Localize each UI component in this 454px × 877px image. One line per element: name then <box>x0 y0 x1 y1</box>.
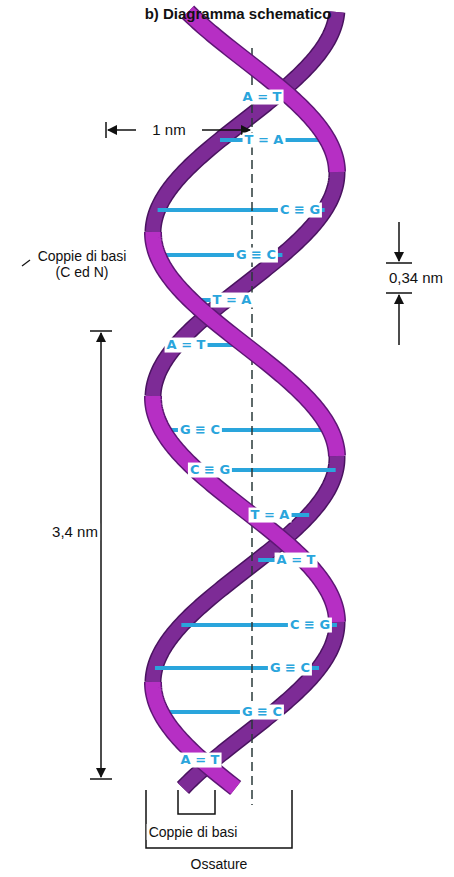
base-pair-label: C ≡ G <box>278 203 322 218</box>
bracket <box>178 790 215 814</box>
dimension-label: 1 nm <box>150 121 187 138</box>
leader-line <box>22 260 30 266</box>
dimension-tick <box>386 292 412 294</box>
bracket <box>146 790 292 848</box>
dimension-tick <box>105 122 107 138</box>
base-pair-label: G ≡ C <box>178 423 222 438</box>
backbone-ribbon-edge <box>153 396 337 622</box>
helix-axis <box>251 48 253 805</box>
dimension-arrow <box>100 333 102 777</box>
backbone-ribbon <box>153 232 337 456</box>
backbone-ribbon <box>153 682 236 788</box>
diagram-title: b) Diagramma schematico <box>145 5 332 22</box>
base-pair-label: C ≡ G <box>288 618 332 633</box>
base-pair-label: G ≡ C <box>240 705 284 720</box>
base-pair-label: A = T <box>275 553 318 568</box>
base-pair-label: C ≡ G <box>188 463 232 478</box>
base-pair-label: T = A <box>249 508 292 523</box>
backbone-ribbon-edge <box>153 232 337 456</box>
dimension-tick <box>386 262 412 264</box>
part-label: Coppie di basi <box>147 824 240 840</box>
part-label: Ossature <box>189 856 250 872</box>
dimension-arrow <box>202 129 250 131</box>
backbone-ribbon-edge <box>188 12 337 172</box>
dimension-label: 0,34 nm <box>387 269 445 286</box>
dimension-tick <box>90 778 112 780</box>
dimension-arrow <box>398 295 400 345</box>
base-pair-label: A = T <box>241 90 284 105</box>
base-pair-label: G ≡ C <box>268 661 312 676</box>
base-pair-label: G ≡ C <box>234 248 278 263</box>
base-pair-label: T = A <box>211 293 254 308</box>
backbone-ribbon <box>153 396 337 622</box>
base-pair-label: T = A <box>243 133 286 148</box>
base-pair-bars <box>155 97 337 760</box>
base-pair-label: A = T <box>179 753 222 768</box>
base-pair-label: A = T <box>165 338 208 353</box>
dimension-label: 3,4 nm <box>50 523 100 540</box>
dimension-arrow <box>398 222 400 261</box>
backbone-ribbon <box>188 12 337 172</box>
dimension-tick <box>90 330 112 332</box>
dimension-arrow <box>108 129 136 131</box>
backbone-ribbon-edge <box>153 682 236 788</box>
part-label: Coppie di basi (C ed N) <box>30 248 134 280</box>
